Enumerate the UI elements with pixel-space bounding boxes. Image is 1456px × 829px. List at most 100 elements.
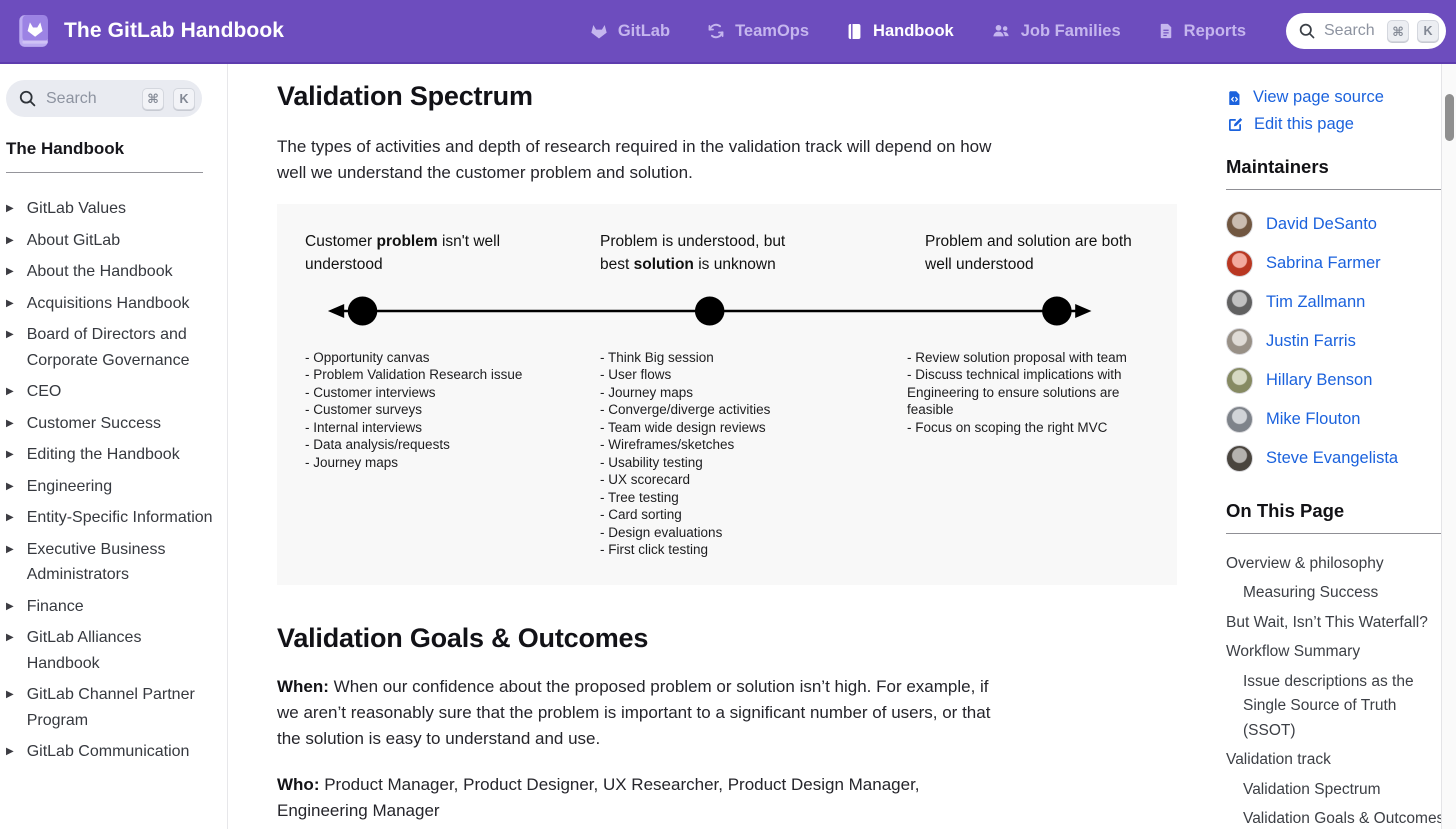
chevron-right-icon: ▶: [6, 297, 14, 309]
toc-item[interactable]: Measuring Success: [1243, 584, 1379, 601]
sidebar-item-label: Executive Business Administrators: [26, 540, 166, 584]
diagram-list-item: - User flows: [600, 367, 672, 382]
sidebar-item[interactable]: ▶ Executive Business Administrators: [6, 537, 215, 588]
sidebar-item-label: Editing the Handbook: [26, 446, 180, 463]
scrollbar-thumb[interactable]: [1445, 94, 1454, 141]
sidebar-item-label: Entity-Specific Information: [26, 509, 213, 526]
sidebar-item[interactable]: ▶ Entity-Specific Information: [6, 505, 215, 531]
sidebar-item[interactable]: ▶ Board of Directors and Corporate Gover…: [6, 322, 215, 373]
main-content: Validation Spectrum The types of activit…: [228, 64, 1212, 829]
sidebar-item[interactable]: ▶ GitLab Channel Partner Program: [6, 682, 215, 733]
maintainer-link[interactable]: Tim Zallmann: [1266, 293, 1366, 311]
sidebar-item-label: GitLab Communication: [26, 743, 190, 760]
stage-1-activities: - Opportunity canvas- Problem Validation…: [277, 349, 572, 559]
people-icon: [993, 25, 1009, 37]
avatar: [1226, 445, 1253, 472]
maintainer-row[interactable]: David DeSanto: [1226, 205, 1449, 244]
page-scrollbar[interactable]: [1441, 64, 1456, 829]
nav-teamops[interactable]: TeamOps: [706, 21, 809, 41]
sidebar-search-input[interactable]: Search ⌘ K: [6, 80, 202, 117]
view-page-source-link[interactable]: View page source: [1226, 88, 1449, 107]
maintainer-link[interactable]: David DeSanto: [1266, 215, 1377, 233]
chevron-right-icon: ▶: [6, 689, 14, 700]
sync-icon: [708, 23, 724, 39]
chevron-right-icon: ▶: [6, 600, 14, 612]
sidebar-item[interactable]: ▶ Customer Success: [6, 411, 215, 437]
toc-item[interactable]: Validation Goals & Outcomes: [1243, 810, 1445, 827]
avatar: [1226, 250, 1253, 277]
toc-item[interactable]: Validation track: [1226, 751, 1331, 768]
sidebar-item[interactable]: ▶ CEO: [6, 379, 215, 405]
top-nav: GitLab TeamOps Handbook: [589, 21, 1246, 41]
diagram-list-item: - First click testing: [600, 542, 709, 557]
toc-item[interactable]: But Wait, Isn’t This Waterfall?: [1226, 613, 1428, 631]
maintainer-row[interactable]: Tim Zallmann: [1226, 283, 1449, 322]
sidebar-item-label: Customer Success: [26, 414, 161, 432]
diagram-list-item: - Opportunity canvas: [305, 349, 430, 365]
nav-reports[interactable]: Reports: [1157, 21, 1246, 41]
cmd-key: ⌘: [142, 87, 164, 110]
sidebar-item-label: About GitLab: [26, 231, 121, 249]
handbook-logo[interactable]: [14, 12, 52, 50]
on-this-page-heading: On This Page: [1226, 500, 1345, 521]
right-sidebar: View page source Edit this page Maintain…: [1212, 64, 1456, 829]
maintainer-row[interactable]: Justin Farris: [1226, 322, 1449, 361]
sidebar-item[interactable]: ▶ GitLab Values: [6, 196, 215, 222]
diagram-list-item: - Customer interviews: [305, 384, 436, 400]
chevron-right-icon: ▶: [6, 512, 14, 523]
sidebar-item[interactable]: ▶ Acquisitions Handbook: [6, 291, 215, 317]
maintainer-link[interactable]: Steve Evangelista: [1266, 449, 1399, 467]
maintainer-link[interactable]: Sabrina Farmer: [1266, 254, 1381, 272]
nav-handbook[interactable]: Handbook: [845, 22, 954, 41]
sidebar-item[interactable]: ▶ Engineering: [6, 474, 215, 500]
sidebar-item[interactable]: ▶ GitLab Alliances Handbook: [6, 625, 215, 676]
stage-3-activities: - Review solution proposal with team- Di…: [861, 349, 1177, 559]
edit-this-page-link[interactable]: Edit this page: [1226, 115, 1449, 134]
sidebar-item-label: GitLab Alliances Handbook: [26, 629, 142, 672]
nav-job-families[interactable]: Job Families: [990, 21, 1121, 41]
avatar: [1226, 367, 1253, 394]
toc-item[interactable]: Validation Spectrum: [1243, 780, 1381, 798]
maintainers-heading: Maintainers: [1226, 156, 1329, 177]
stage-2-activities: - Think Big session- User flows- Journey…: [572, 349, 861, 559]
maintainer-link[interactable]: Mike Flouton: [1266, 410, 1361, 428]
sidebar-item-label: CEO: [26, 383, 62, 400]
diagram-list-item: - Journey maps: [305, 454, 399, 470]
chevron-right-icon: ▶: [6, 449, 14, 460]
toc-item[interactable]: Workflow Summary: [1226, 643, 1361, 660]
sidebar-item-label: About the Handbook: [26, 263, 173, 280]
app-header: The GitLab Handbook GitLab TeamOps Handb…: [0, 0, 1456, 64]
nav-label: Handbook: [873, 21, 954, 40]
diagram-list-item: - Discuss technical implications with En…: [907, 367, 1122, 417]
maintainer-link[interactable]: Justin Farris: [1266, 332, 1356, 350]
avatar: [1226, 211, 1253, 238]
spectrum-dot-left: [347, 296, 378, 325]
chevron-right-icon: ▶: [6, 329, 14, 340]
maintainer-row[interactable]: Sabrina Farmer: [1226, 244, 1449, 283]
sidebar-item[interactable]: ▶ Editing the Handbook: [6, 442, 215, 468]
maintainer-row[interactable]: Steve Evangelista: [1226, 439, 1449, 478]
nav-gitlab[interactable]: GitLab: [589, 21, 670, 41]
nav-label: TeamOps: [735, 21, 810, 40]
toc-item[interactable]: Overview & philosophy: [1226, 554, 1384, 572]
avatar: [1226, 289, 1253, 316]
maintainer-row[interactable]: Hillary Benson: [1226, 361, 1449, 400]
maintainer-link[interactable]: Hillary Benson: [1266, 371, 1373, 389]
who-paragraph: Who: Product Manager, Product Designer, …: [277, 774, 920, 820]
k-key: K: [173, 87, 195, 110]
sidebar-item[interactable]: ▶ About the Handbook: [6, 259, 215, 285]
sidebar-nav-list: ▶ GitLab Values ▶ About GitLab ▶ About t…: [6, 196, 215, 765]
sidebar-item[interactable]: ▶ Finance: [6, 594, 215, 620]
diagram-list-item: - Tree testing: [600, 489, 679, 505]
sidebar-item[interactable]: ▶ GitLab Communication: [6, 739, 215, 765]
header-search-input[interactable]: Search ⌘ K: [1286, 13, 1446, 49]
toc-item[interactable]: Issue descriptions as the Single Source …: [1243, 672, 1414, 739]
book-icon: [848, 23, 861, 39]
tanuki-icon: [591, 25, 607, 39]
maintainer-row[interactable]: Mike Flouton: [1226, 400, 1449, 439]
divider: [1226, 189, 1449, 190]
sidebar-item[interactable]: ▶ About GitLab: [6, 228, 215, 254]
stage-3-title: Problem and solution are both well under…: [925, 233, 1132, 274]
app-title[interactable]: The GitLab Handbook: [64, 19, 285, 42]
chevron-right-icon: ▶: [6, 480, 14, 492]
